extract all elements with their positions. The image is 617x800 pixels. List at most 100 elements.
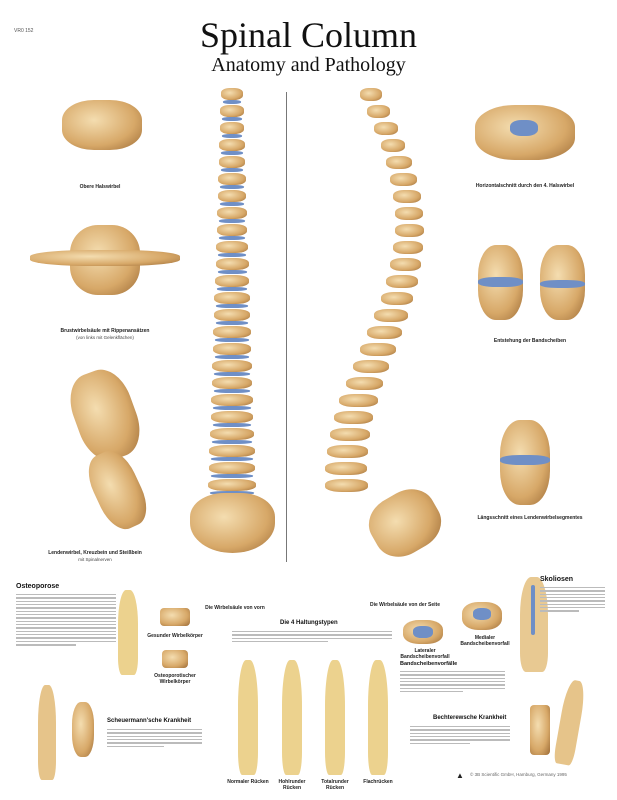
disc-section bbox=[510, 120, 538, 136]
posture-figure bbox=[368, 660, 388, 775]
poster-subtitle: Anatomy and Pathology bbox=[211, 54, 406, 76]
front-disc bbox=[214, 355, 250, 359]
front-vertebra bbox=[216, 241, 248, 253]
disc-left bbox=[478, 277, 523, 287]
side-vertebra bbox=[360, 88, 382, 101]
scoliosis-heading: Skoliosen bbox=[540, 576, 574, 583]
front-vertebra bbox=[219, 139, 245, 151]
herniation-heading: Bandscheibenvorfälle bbox=[400, 661, 458, 667]
front-vertebra bbox=[211, 377, 253, 389]
posture-figure bbox=[238, 660, 258, 775]
medial-herniation-disc bbox=[473, 608, 491, 620]
side-vertebra bbox=[374, 309, 408, 322]
scheuermann-figure bbox=[38, 685, 56, 780]
front-disc bbox=[221, 134, 243, 138]
side-spine-illustration bbox=[325, 88, 470, 567]
side-vertebra bbox=[360, 343, 396, 356]
front-vertebra bbox=[218, 173, 246, 185]
front-disc bbox=[216, 304, 248, 308]
posture-caption: Normaler Rücken bbox=[227, 779, 269, 785]
side-vertebra bbox=[390, 173, 417, 186]
osteoporosis-figure bbox=[118, 590, 138, 675]
front-disc bbox=[211, 457, 253, 461]
posture-caption: Hohlrunder Rücken bbox=[278, 779, 306, 791]
horizontal-section-caption: Horizontalschnitt durch den 4. Halswirbe… bbox=[475, 183, 575, 189]
front-view-caption: Die Wirbelsäule von vorn bbox=[205, 605, 265, 611]
bechterew-heading: Bechterewsche Krankheit bbox=[433, 715, 507, 721]
front-disc bbox=[212, 423, 252, 427]
osteoporosis-heading: Osteoporose bbox=[16, 583, 60, 590]
front-vertebra bbox=[212, 343, 252, 355]
front-disc bbox=[212, 440, 252, 444]
front-disc bbox=[219, 219, 245, 223]
side-vertebra bbox=[325, 462, 367, 475]
front-vertebra bbox=[210, 428, 254, 440]
side-vertebra bbox=[367, 326, 402, 339]
front-vertebra bbox=[211, 394, 253, 406]
sacrum-illustration bbox=[80, 444, 155, 536]
scheuermann-text bbox=[107, 727, 202, 763]
bechterew-figure bbox=[552, 678, 588, 767]
osteoporotic-vertebra bbox=[162, 650, 188, 668]
front-disc bbox=[213, 406, 251, 410]
front-vertebra bbox=[208, 479, 256, 491]
healthy-vertebra-caption: Gesunder Wirbelkörper bbox=[147, 633, 203, 639]
side-vertebra bbox=[352, 360, 390, 373]
side-vertebra bbox=[333, 411, 374, 424]
side-view-caption: Die Wirbelsäule von der Seite bbox=[370, 602, 440, 608]
front-vertebra bbox=[216, 224, 248, 236]
posture-heading: Die 4 Haltungstypen bbox=[280, 620, 338, 626]
front-disc bbox=[220, 168, 244, 172]
bechterew-text bbox=[410, 724, 510, 760]
side-vertebra bbox=[386, 156, 412, 169]
front-disc bbox=[218, 253, 246, 257]
front-disc bbox=[223, 100, 241, 104]
healthy-vertebra bbox=[160, 608, 190, 626]
front-disc bbox=[215, 321, 249, 325]
front-vertebra bbox=[219, 122, 245, 134]
lateral-herniation-disc bbox=[413, 626, 433, 638]
front-vertebra bbox=[220, 105, 244, 117]
front-disc bbox=[214, 372, 250, 376]
front-vertebra bbox=[214, 275, 250, 287]
front-disc bbox=[217, 270, 247, 274]
front-vertebra bbox=[213, 326, 251, 338]
side-vertebra bbox=[329, 428, 370, 441]
front-vertebra bbox=[208, 462, 256, 474]
side-vertebra bbox=[386, 275, 418, 288]
product-code: VR0 152 bbox=[14, 28, 34, 34]
medial-herniation-caption: Medialer Bandscheibenvorfall bbox=[460, 635, 510, 647]
disc-longitudinal bbox=[500, 455, 550, 465]
region-bracket bbox=[286, 92, 287, 562]
sacrum-side bbox=[359, 479, 451, 567]
front-vertebra bbox=[215, 258, 249, 270]
herniation-text bbox=[400, 669, 505, 707]
osteoporosis-text bbox=[16, 592, 116, 677]
side-vertebra bbox=[326, 445, 368, 458]
front-spine-illustration bbox=[185, 88, 280, 558]
front-vertebra bbox=[218, 156, 246, 168]
front-disc bbox=[220, 185, 244, 189]
side-vertebra bbox=[380, 292, 414, 305]
front-disc bbox=[210, 474, 254, 478]
side-vertebra bbox=[339, 394, 378, 407]
side-vertebra bbox=[345, 377, 384, 390]
thoracic-subcaption: (von links mit Gelenkflächen) bbox=[76, 335, 134, 340]
publisher-text: © 3B Scientific GmbH, Hamburg, Germany 1… bbox=[470, 772, 567, 777]
posture-caption: Totalrunder Rücken bbox=[321, 779, 349, 791]
side-vertebra bbox=[394, 207, 424, 220]
front-disc bbox=[222, 117, 242, 121]
front-vertebra bbox=[217, 190, 247, 202]
front-vertebra bbox=[212, 360, 252, 372]
lumbar-caption: Lendenwirbel, Kreuzbein und Steißbein bbox=[48, 550, 142, 556]
posture-text bbox=[232, 629, 392, 651]
disc-right bbox=[540, 280, 585, 288]
front-vertebra bbox=[214, 292, 250, 304]
thoracic-caption: Brustwirbelsäule mit Rippenansätzen bbox=[60, 328, 150, 334]
side-vertebra bbox=[374, 122, 399, 135]
longitudinal-caption: Längsschnitt eines Lendenwirbelsegmentes bbox=[477, 515, 583, 521]
front-disc bbox=[213, 389, 251, 393]
front-vertebra bbox=[213, 309, 251, 321]
publisher-logo-icon: ▲ bbox=[456, 771, 464, 780]
